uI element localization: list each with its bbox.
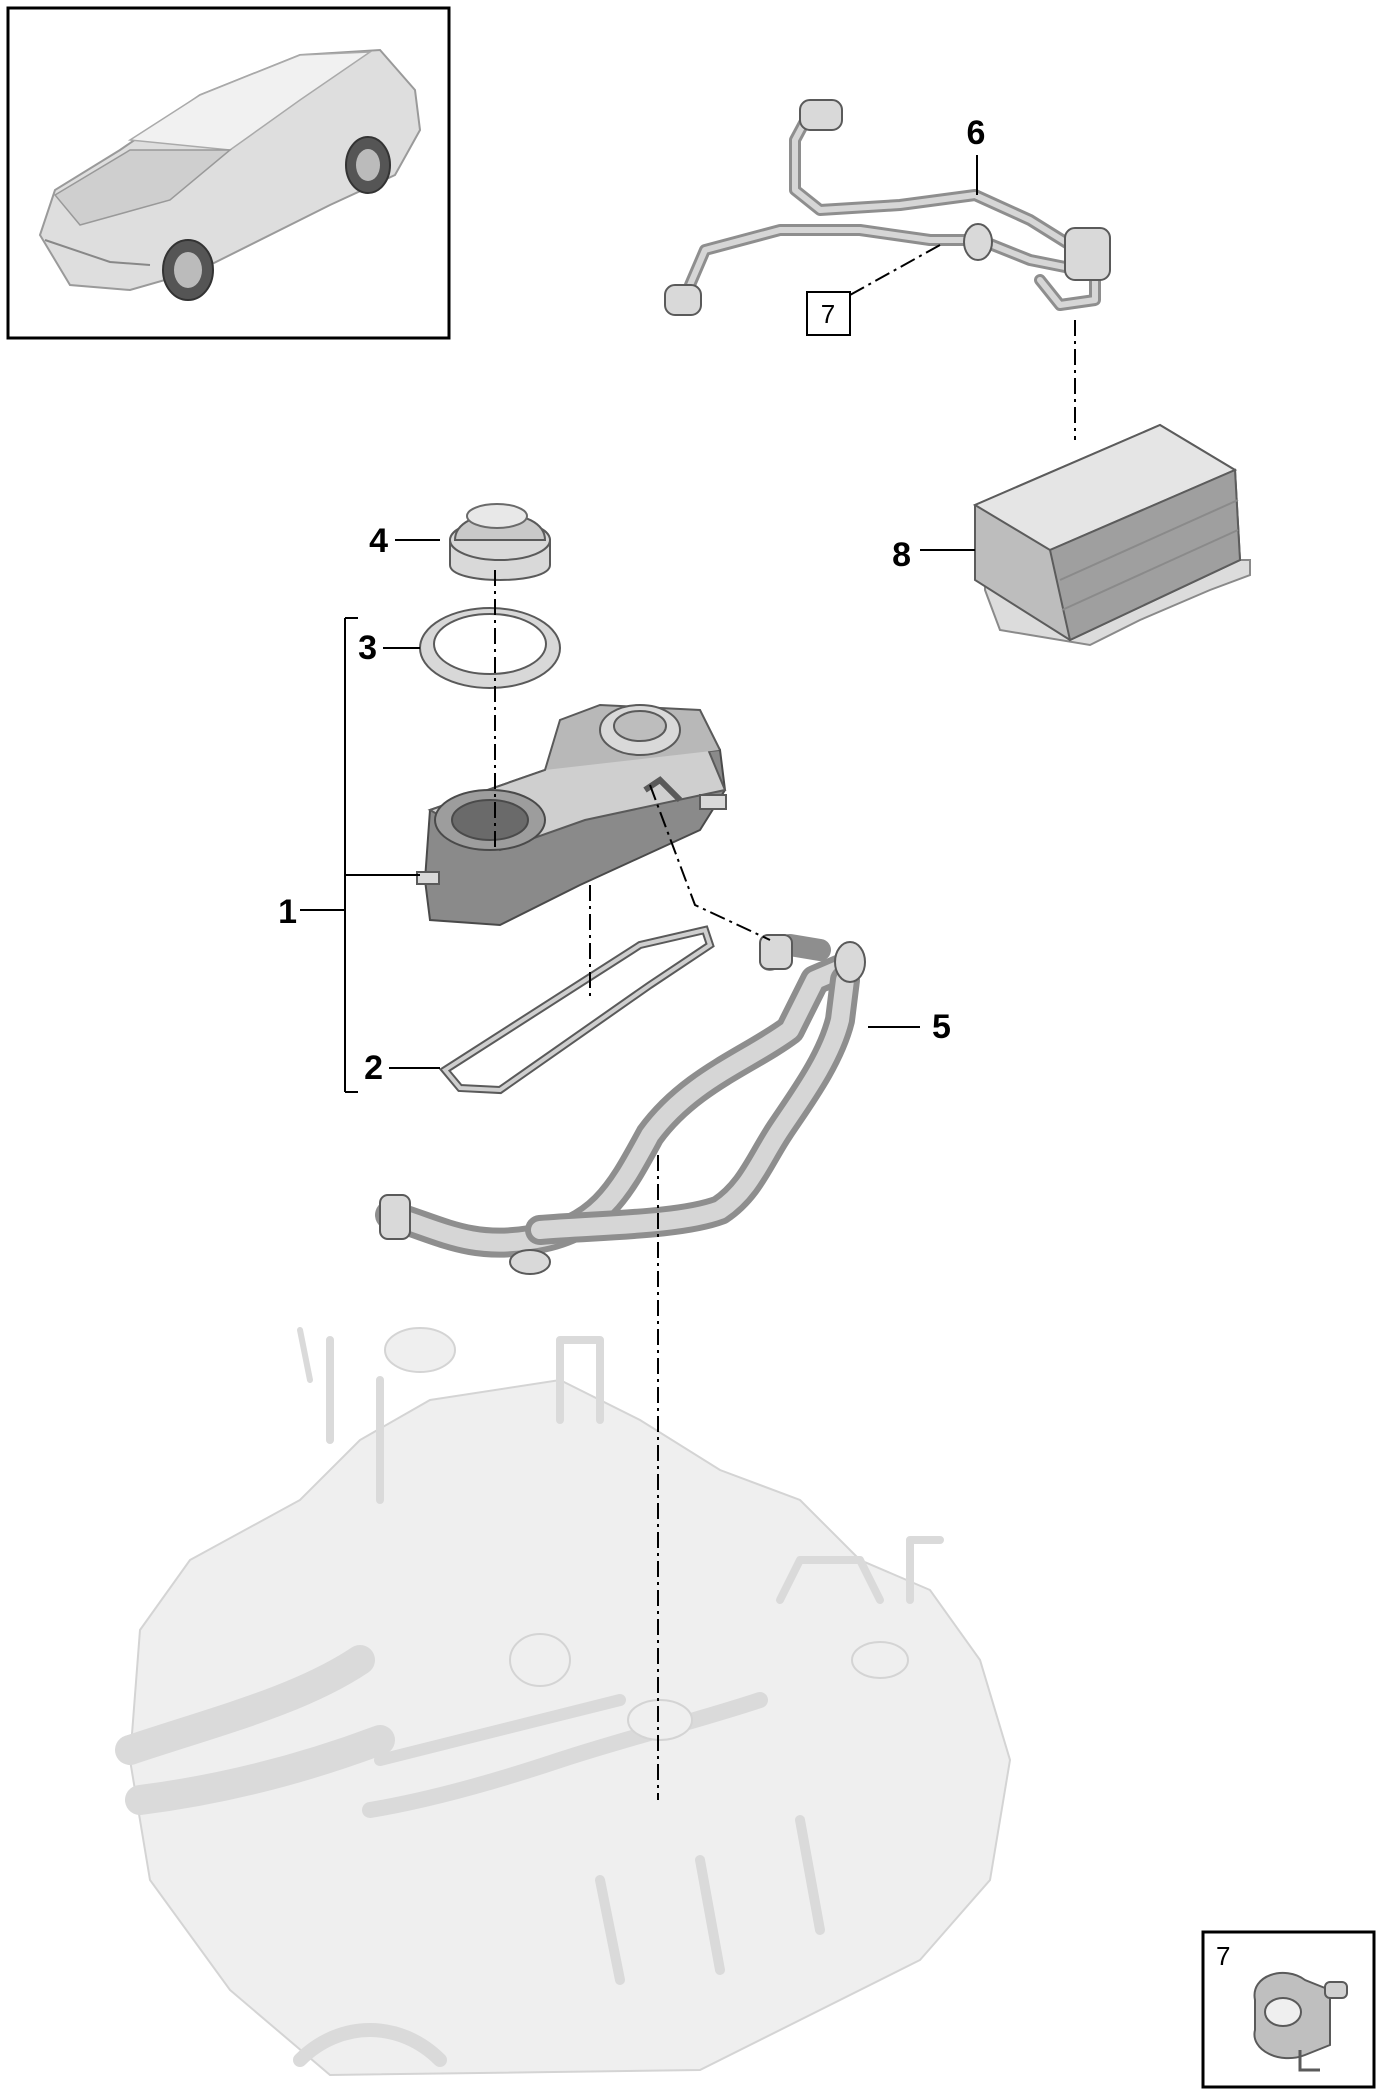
callout-3: 3	[358, 629, 377, 667]
car-icon	[38, 48, 422, 301]
part-8-oil-cooler	[972, 423, 1251, 647]
callout-4: 4	[369, 522, 388, 560]
part-2-gasket	[439, 925, 715, 1095]
callout-8: 8	[892, 536, 911, 574]
coolant-line-icon	[664, 99, 1111, 316]
part-5-breather-pipe	[375, 934, 866, 1275]
part-6-coolant-line	[664, 99, 1111, 316]
callout-5: 5	[932, 1008, 951, 1046]
oil-cooler-icon	[972, 423, 1251, 647]
gasket-icon	[439, 925, 715, 1095]
boxed-callout-text: 7	[821, 299, 835, 329]
callout-6: 6	[967, 114, 986, 152]
vehicle-thumbnail	[6, 6, 451, 340]
detail-inset-7: 7	[1201, 1930, 1376, 2089]
boxed-callout-7: 7	[806, 291, 851, 336]
leader-lines	[300, 155, 1076, 1800]
dash-7	[849, 244, 941, 296]
callout-1: 1	[278, 893, 297, 931]
part-1-cylinder-head-cover	[416, 703, 727, 927]
clip-icon	[1253, 1971, 1348, 2072]
dash-1-5	[649, 784, 771, 941]
engine-assembly	[115, 1327, 1012, 2077]
engine-icon	[115, 1327, 1012, 2077]
breather-pipe-icon	[375, 934, 866, 1275]
seal-ring-icon	[419, 607, 561, 689]
part-4-oil-filler-cap	[449, 503, 551, 581]
cylinder-head-cover-icon	[416, 703, 727, 927]
bracket-1	[300, 617, 358, 1093]
part-3-seal-ring	[419, 607, 561, 689]
callout-2: 2	[364, 1049, 383, 1087]
callout-labels: 4 3 1 2 5 6 8	[278, 114, 985, 1087]
detail-inset-label: 7	[1216, 1941, 1230, 1971]
oil-filler-cap-icon	[449, 503, 551, 581]
